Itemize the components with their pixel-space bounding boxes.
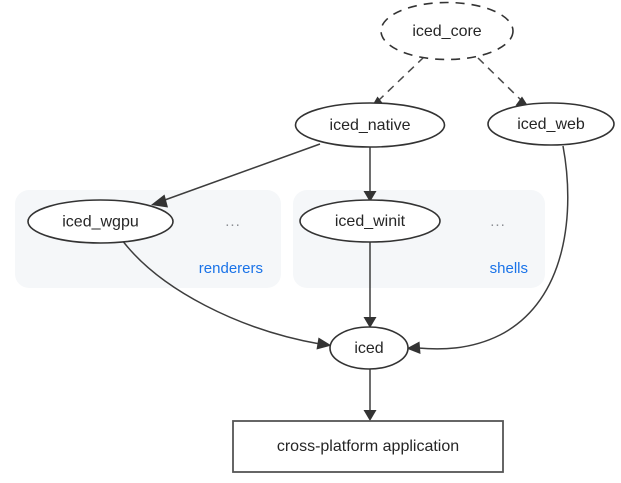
node-iced-web-label: iced_web: [517, 116, 585, 133]
node-iced-label: iced: [354, 340, 383, 357]
node-iced-native-shape[interactable]: [294, 102, 446, 148]
edge-iced-to-application: [363, 369, 377, 421]
edge-iced-winit-to-iced: [363, 242, 377, 328]
node-iced-winit[interactable]: iced_winit: [299, 199, 441, 243]
edge-iced-wgpu-to-iced: [121, 239, 332, 350]
arrowhead-application: [363, 410, 377, 421]
node-iced-core-shape[interactable]: [380, 1, 514, 61]
cluster-shells-label: shells: [490, 260, 528, 277]
node-iced-native-label: iced_native: [330, 117, 411, 134]
node-iced-shape[interactable]: [329, 326, 409, 370]
node-iced-wgpu-label: iced_wgpu: [62, 214, 139, 231]
node-iced-winit-label: iced_winit: [335, 213, 406, 230]
edge-iced-web-to-iced: [406, 145, 569, 354]
node-application[interactable]: cross-platform application: [232, 420, 504, 473]
arrowhead-iced-from-winit: [363, 317, 377, 328]
edge-iced-native-to-iced-winit: [363, 147, 377, 202]
edge-iced-core-to-iced-native: [370, 56, 425, 109]
node-iced-core[interactable]: iced_core: [380, 1, 514, 61]
node-iced-web[interactable]: iced_web: [487, 102, 615, 146]
node-iced-wgpu-shape[interactable]: [27, 199, 174, 244]
arrowhead-iced-from-wgpu: [316, 337, 332, 350]
edge-iced-native-to-iced-wgpu: [151, 143, 321, 208]
cluster-shells-ellipsis: ...: [490, 213, 506, 230]
cluster-renderers-ellipsis: ...: [225, 213, 241, 230]
cluster-renderers-label: renderers: [199, 260, 263, 277]
node-iced-web-shape[interactable]: [487, 102, 615, 146]
node-application-label: cross-platform application: [277, 438, 459, 455]
node-iced-wgpu[interactable]: iced_wgpu: [27, 199, 174, 244]
node-iced-native[interactable]: iced_native: [294, 102, 446, 148]
edge-iced-core-to-iced-web: [477, 57, 530, 109]
arrowhead-iced-winit: [363, 191, 377, 202]
node-iced[interactable]: iced: [329, 326, 409, 370]
node-iced-winit-shape[interactable]: [299, 199, 441, 243]
arrowhead-iced-wgpu: [151, 194, 168, 208]
node-application-shape[interactable]: [232, 420, 504, 473]
node-iced-core-label: iced_core: [412, 23, 481, 40]
arrowhead-iced-from-web: [406, 341, 421, 354]
